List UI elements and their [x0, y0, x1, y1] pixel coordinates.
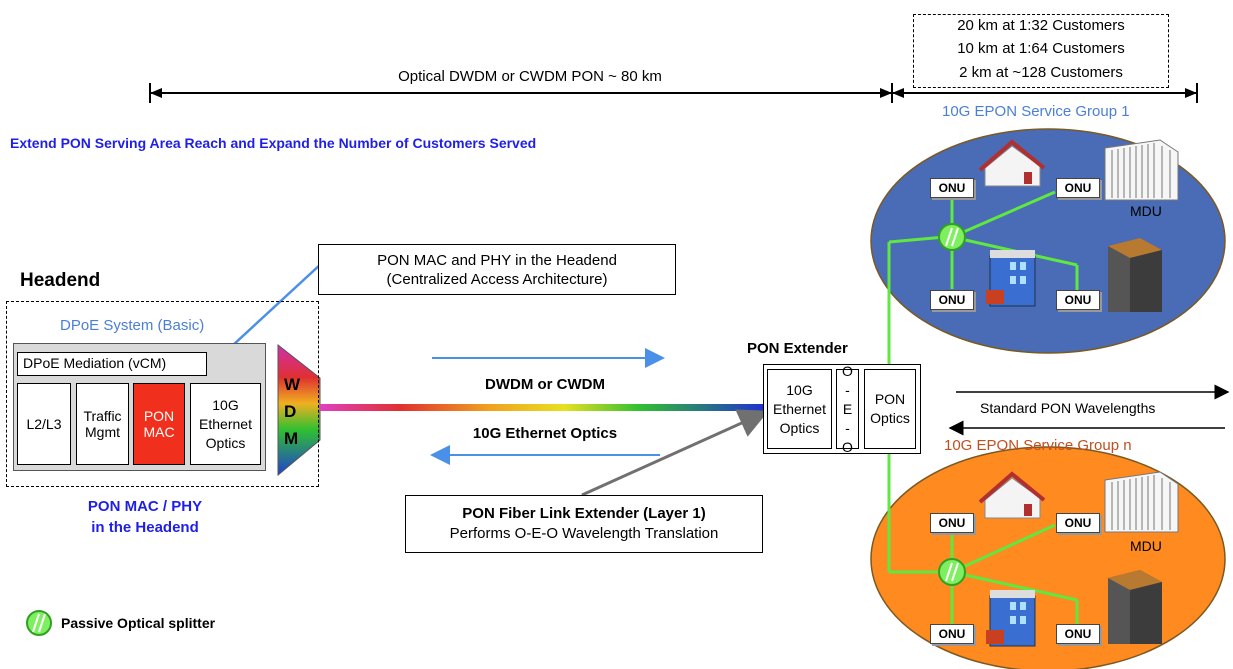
dwdm-label: DWDM or CWDM [485, 376, 605, 393]
onu-group-n-house: ONU [930, 513, 974, 533]
link-optics-label: 10G Ethernet Optics [472, 425, 618, 442]
extender-module-ethernet-optics: 10G Ethernet Optics [767, 369, 832, 449]
mdu-building-icon-group-1 [1104, 139, 1179, 201]
service-group-n-label: 10G EPON Service Group n [944, 437, 1132, 454]
callout-headend-line2: (Centralized Access Architecture) [386, 270, 608, 288]
module-pon-mac: PON MAC [133, 383, 185, 465]
wdm-letter-m: M [284, 429, 299, 448]
legend-label: Passive Optical splitter [61, 615, 216, 631]
tower-building-icon-group-n [1108, 570, 1162, 644]
customer-count-20km: 20 km at 1:32 Customers [957, 17, 1125, 34]
headend-caption-line1: PON MAC / PHY [87, 498, 203, 515]
onu-group-1-office: ONU [930, 290, 974, 310]
callout-extender-arrow [581, 409, 769, 497]
wdm-multiplexer-shape [277, 343, 321, 477]
extender-module-pon-optics: PON Optics [864, 369, 916, 449]
onu-group-1-tower: ONU [1056, 290, 1100, 310]
mdu-label-group-n: MDU [1130, 538, 1162, 554]
house-icon-group-n [978, 471, 1046, 519]
mdu-label-group-1: MDU [1130, 203, 1162, 219]
pon-extender-title: PON Extender [747, 340, 848, 357]
onu-group-n-tower: ONU [1056, 624, 1100, 644]
callout-extender-line1: PON Fiber Link Extender (Layer 1) [462, 505, 706, 522]
service-group-1-label: 10G EPON Service Group 1 [942, 103, 1130, 120]
headend-title: Headend [20, 270, 101, 291]
splitter-group-1 [938, 223, 966, 251]
headend-caption-line2: in the Headend [91, 519, 199, 536]
tower-building-icon-group-1 [1108, 238, 1162, 312]
onu-group-1-house: ONU [930, 178, 974, 198]
headline: Extend PON Serving Area Reach and Expand… [10, 135, 537, 151]
extender-module-oeo: O- E- O [836, 363, 859, 455]
module-pon-mac-label: PON MAC [143, 408, 175, 440]
onu-group-n-office: ONU [930, 624, 974, 644]
customer-count-2km: 2 km at ~128 Customers [959, 64, 1123, 81]
reach-label: Optical DWDM or CWDM PON ~ 80 km [398, 68, 662, 85]
extender-module-oeo-label: O- E- O [842, 362, 853, 455]
office-building-icon-group-n [986, 590, 1036, 647]
callout-headend-line1: PON MAC and PHY in the Headend [377, 251, 617, 269]
wdm-letter-d: D [284, 402, 297, 421]
dpoe-system-label: DPoE System (Basic) [60, 317, 205, 334]
onu-group-n-mdu: ONU [1056, 513, 1100, 533]
office-building-icon-group-1 [986, 250, 1036, 307]
reach-dimension-line [149, 83, 1198, 103]
extender-module-pon-optics-label: PON Optics [870, 391, 910, 426]
module-traffic-mgmt: Traffic Mgmt [76, 383, 129, 465]
dpoe-mediation-label: DPoE Mediation (vCM) [23, 355, 167, 371]
onu-group-1-mdu: ONU [1056, 178, 1100, 198]
module-traffic-mgmt-label: Traffic Mgmt [83, 408, 122, 440]
customer-count-10km: 10 km at 1:64 Customers [957, 40, 1125, 57]
splitter-group-n [938, 558, 966, 586]
module-ethernet-optics: 10G Ethernet Optics [190, 383, 261, 465]
extender-module-ethernet-optics-label: 10G Ethernet Optics [773, 381, 826, 436]
module-ethernet-optics-label: 10G Ethernet Optics [199, 396, 252, 451]
callout-extender-box: PON Fiber Link Extender (Layer 1) Perfor… [405, 495, 763, 553]
callout-extender-line2: Performs O-E-O Wavelength Translation [449, 525, 719, 542]
standard-pon-wavelengths-label: Standard PON Wavelengths [980, 400, 1156, 416]
module-l2-l3: L2/L3 [17, 383, 71, 465]
module-l2-l3-label: L2/L3 [26, 416, 62, 432]
mdu-building-icon-group-n [1104, 471, 1179, 533]
legend-splitter-icon [26, 610, 52, 636]
wdm-letter-w: W [284, 375, 301, 394]
callout-headend-box: PON MAC and PHY in the Headend (Centrali… [318, 244, 676, 295]
headend-system-frame [6, 301, 319, 487]
house-icon-group-1 [978, 139, 1046, 187]
customer-counts-box [913, 14, 1169, 88]
dwdm-fiber-link [320, 404, 764, 411]
dpoe-mediation-box: DPoE Mediation (vCM) [17, 352, 207, 376]
